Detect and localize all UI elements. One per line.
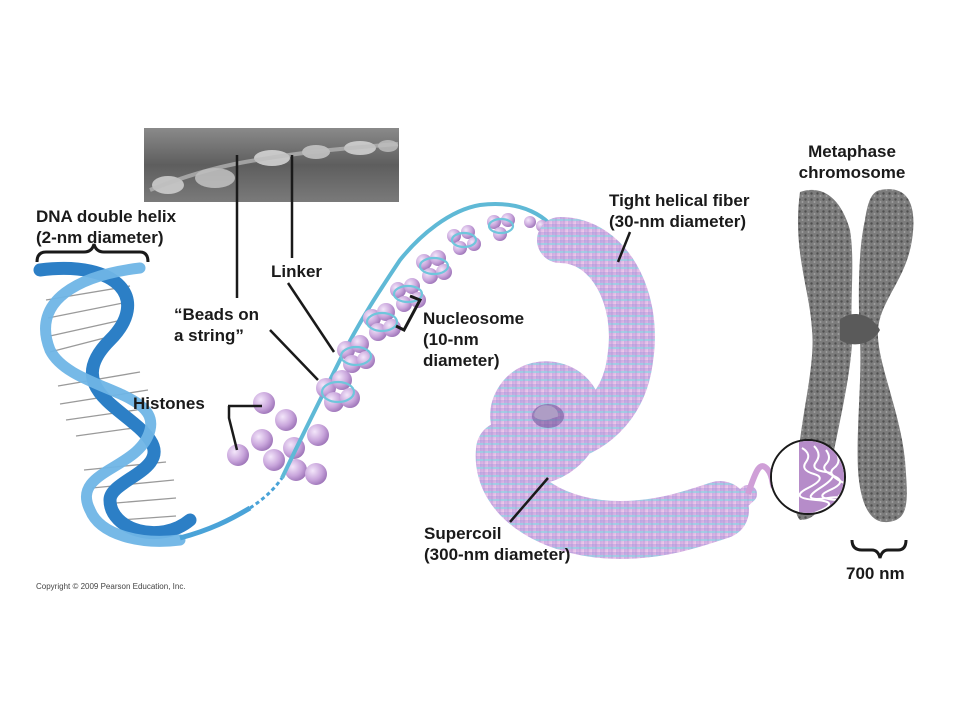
dna-helix-label: DNA double helix (2-nm diameter) bbox=[36, 206, 176, 248]
beads-label: “Beads on a string” bbox=[174, 304, 259, 346]
dna-helix-label-line1: DNA double helix bbox=[36, 207, 177, 226]
scale-label: 700 nm bbox=[846, 564, 905, 583]
copyright-text: Copyright © 2009 Pearson Education, Inc. bbox=[36, 582, 186, 591]
scale-brace bbox=[850, 539, 908, 559]
fiber-label: Tight helical fiber (30-nm diameter) bbox=[609, 190, 749, 232]
nucleosome-label-line1: Nucleosome bbox=[423, 309, 525, 328]
beads-label-line2: a string” bbox=[174, 326, 244, 345]
leader-lines bbox=[227, 155, 632, 523]
supercoil-label-line2: (300-nm diameter) bbox=[424, 545, 571, 564]
beads-label-line1: “Beads on bbox=[174, 305, 260, 324]
fiber-label-line2: (30-nm diameter) bbox=[609, 212, 746, 231]
metaphase-label-line1: Metaphase bbox=[808, 142, 896, 161]
dna-width-brace bbox=[35, 243, 150, 263]
metaphase-label-line2: chromosome bbox=[798, 163, 906, 182]
nucleosome-label-line2: (10-nm bbox=[423, 330, 479, 349]
nucleosome-label: Nucleosome (10-nm diameter) bbox=[423, 308, 524, 371]
histones-label: Histones bbox=[133, 394, 205, 413]
nucleosome-bracket bbox=[395, 294, 423, 332]
metaphase-label: Metaphase chromosome bbox=[782, 141, 922, 183]
fiber-label-line1: Tight helical fiber bbox=[609, 191, 750, 210]
supercoil-fiber bbox=[475, 217, 798, 560]
micrograph-image bbox=[144, 128, 399, 202]
metaphase-chromosome bbox=[770, 189, 914, 523]
dna-helix-label-line2: (2-nm diameter) bbox=[36, 228, 164, 247]
dna-double-helix bbox=[33, 262, 284, 547]
nucleosome-label-line3: diameter) bbox=[423, 351, 500, 370]
supercoil-label-line1: Supercoil bbox=[424, 524, 502, 543]
supercoil-label: Supercoil (300-nm diameter) bbox=[424, 523, 570, 565]
linker-label: Linker bbox=[271, 262, 323, 281]
